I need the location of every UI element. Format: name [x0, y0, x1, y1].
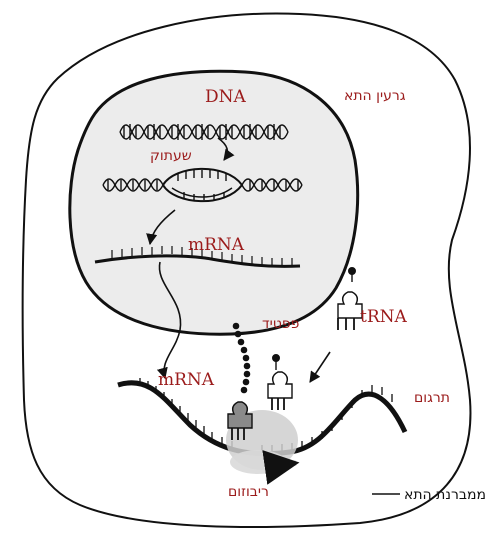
nucleus-label: גרעין התא: [344, 88, 406, 104]
mrna-nucleus-label: mRNA: [188, 235, 245, 255]
trna-arrow: [310, 352, 330, 382]
mrna-cytoplasm-label: mRNA: [158, 370, 215, 390]
peptide-label: פפטיד: [262, 316, 299, 332]
dna-label: DNA: [205, 87, 247, 107]
translation-label: תרגום: [414, 390, 450, 406]
ribosome-label: ריבוזום: [228, 484, 269, 500]
nucleus: [70, 71, 358, 334]
transcription-label: שעתוק: [150, 148, 192, 164]
trna-in-ribosome-a-site: [268, 355, 292, 410]
cell-membrane-label: ממברנת התא: [404, 487, 486, 503]
trna-label: tRNA: [360, 307, 408, 327]
